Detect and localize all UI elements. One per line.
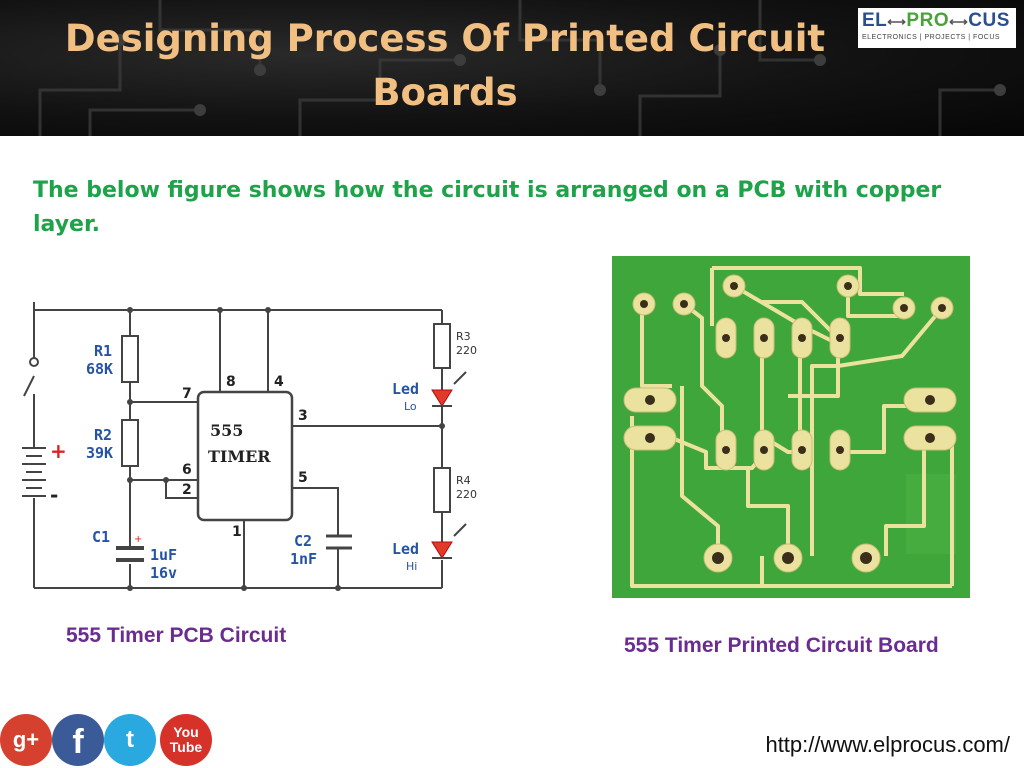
pin-2-label: 2	[182, 482, 192, 498]
r3-label: R3	[456, 330, 471, 343]
ic-label-timer: TIMER	[208, 447, 271, 466]
pcb-board-image	[612, 256, 970, 598]
logo-arrow-icon: ⟷	[949, 14, 969, 29]
facebook-icon[interactable]: f	[52, 714, 104, 766]
c2-label: C2	[294, 532, 312, 550]
led-hi-sub: Hi	[406, 560, 417, 573]
slide-header: Designing Process Of Printed Circuit Boa…	[0, 0, 1024, 136]
led-lo-label: Led	[392, 380, 419, 398]
ic-label-555: 555	[210, 421, 243, 440]
r4-label: R4	[456, 474, 471, 487]
pin-3-label: 3	[298, 408, 308, 424]
timer-schematic-diagram: R1 68K R2 39K C1 1uF 16v C2 1nF Led Led …	[22, 302, 477, 591]
r1-value: 68K	[86, 360, 113, 378]
website-url[interactable]: http://www.elprocus.com/	[765, 732, 1010, 757]
battery-plus-label: +	[50, 439, 67, 463]
pin-7-label: 7	[182, 386, 192, 402]
r3-value: 220	[456, 344, 477, 357]
led-lo-sub: Lo	[404, 400, 417, 413]
header-circuit-background	[38, 0, 1006, 136]
pcb-drill-holes	[640, 282, 946, 564]
schematic-caption: 555 Timer PCB Circuit	[66, 624, 287, 647]
r4-value: 220	[456, 488, 477, 501]
led-hi-label: Led	[392, 540, 419, 558]
logo-wordmark: EL⟷PRO⟷CUS	[862, 10, 1012, 33]
youtube-icon-line1: You	[173, 724, 199, 740]
logo-arrow-icon: ⟷	[887, 14, 907, 29]
c2-value: 1nF	[290, 550, 317, 568]
r1-label: R1	[94, 342, 112, 360]
logo-part-pro: PRO	[906, 10, 950, 31]
slide-title: Designing Process Of Printed Circuit Boa…	[64, 17, 826, 114]
pin-4-label: 4	[274, 374, 284, 390]
c1-label: C1	[92, 528, 110, 546]
r2-value: 39K	[86, 444, 113, 462]
social-links: g+ f t You Tube	[0, 714, 220, 768]
youtube-icon-line2: Tube	[169, 739, 203, 755]
c1-value: 1uF	[150, 546, 177, 564]
battery-minus-label: -	[50, 483, 58, 507]
google-plus-icon[interactable]: g+	[0, 714, 52, 766]
logo-tagline: ELECTRONICS | PROJECTS | FOCUS	[862, 34, 1001, 41]
pcb-pads	[623, 274, 957, 573]
c1-voltage: 16v	[150, 564, 177, 582]
pin-1-label: 1	[232, 524, 242, 540]
youtube-icon[interactable]: You Tube	[160, 714, 212, 766]
logo-part-cus: CUS	[968, 10, 1010, 31]
r2-label: R2	[94, 426, 112, 444]
pcb-caption: 555 Timer Printed Circuit Board	[624, 634, 939, 657]
pin-6-label: 6	[182, 462, 192, 478]
intro-text: The below figure shows how the circuit i…	[33, 178, 942, 237]
elprocus-logo: EL⟷PRO⟷CUS ELECTRONICS | PROJECTS | FOCU…	[858, 8, 1016, 48]
twitter-icon[interactable]: t	[104, 714, 156, 766]
pin-5-label: 5	[298, 470, 308, 486]
logo-part-el: EL	[862, 10, 888, 31]
pin-8-label: 8	[226, 374, 236, 390]
c1-polarity-mark: +	[134, 534, 142, 545]
